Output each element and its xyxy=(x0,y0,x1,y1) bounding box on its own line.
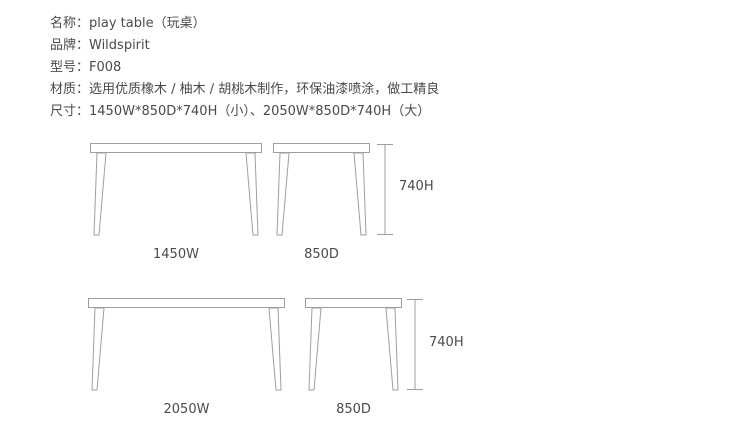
spec-line-brand: 品牌：Wildspirit xyxy=(50,38,150,53)
table-leg-right xyxy=(385,307,399,391)
spec-line-name: 名称：play table（玩桌） xyxy=(50,16,206,31)
table-top xyxy=(90,143,262,153)
table-top xyxy=(88,298,285,308)
spec-line-material: 材质：选用优质橡木 / 柚木 / 胡桃木制作，环保油漆喷涂，做工精良 xyxy=(50,82,440,97)
small-table-front-view-drawing xyxy=(90,143,262,236)
spec-line-size: 尺寸：1450W*850D*740H（小）、2050W*850D*740H（大） xyxy=(50,104,431,119)
height-dimension-label: 740H xyxy=(429,335,464,350)
side-view-depth-label: 850D xyxy=(336,402,371,417)
front-view-width-label: 2050W xyxy=(163,402,210,417)
table-leg-left xyxy=(276,152,290,236)
table-top xyxy=(305,298,402,308)
front-view-width-label: 1450W xyxy=(153,247,199,262)
height-dimension-indicator xyxy=(407,299,423,390)
table-leg-left xyxy=(91,307,105,391)
table-leg-right xyxy=(245,152,259,236)
height-dimension-label: 740H xyxy=(399,179,434,194)
table-leg-left xyxy=(93,152,107,236)
product-spec-block: 名称：play table（玩桌） 品牌：Wildspirit 型号：F008 … xyxy=(50,13,439,123)
large-table-front-view-drawing xyxy=(88,298,285,391)
large-table-side-view-drawing xyxy=(305,298,402,391)
side-view-depth-label: 850D xyxy=(304,247,339,262)
height-dimension-indicator xyxy=(377,144,393,235)
small-table-side-view-drawing xyxy=(273,143,370,236)
table-leg-left xyxy=(308,307,322,391)
table-leg-right xyxy=(268,307,282,391)
spec-line-model: 型号：F008 xyxy=(50,60,122,75)
table-top xyxy=(273,143,370,153)
table-leg-right xyxy=(353,152,367,236)
